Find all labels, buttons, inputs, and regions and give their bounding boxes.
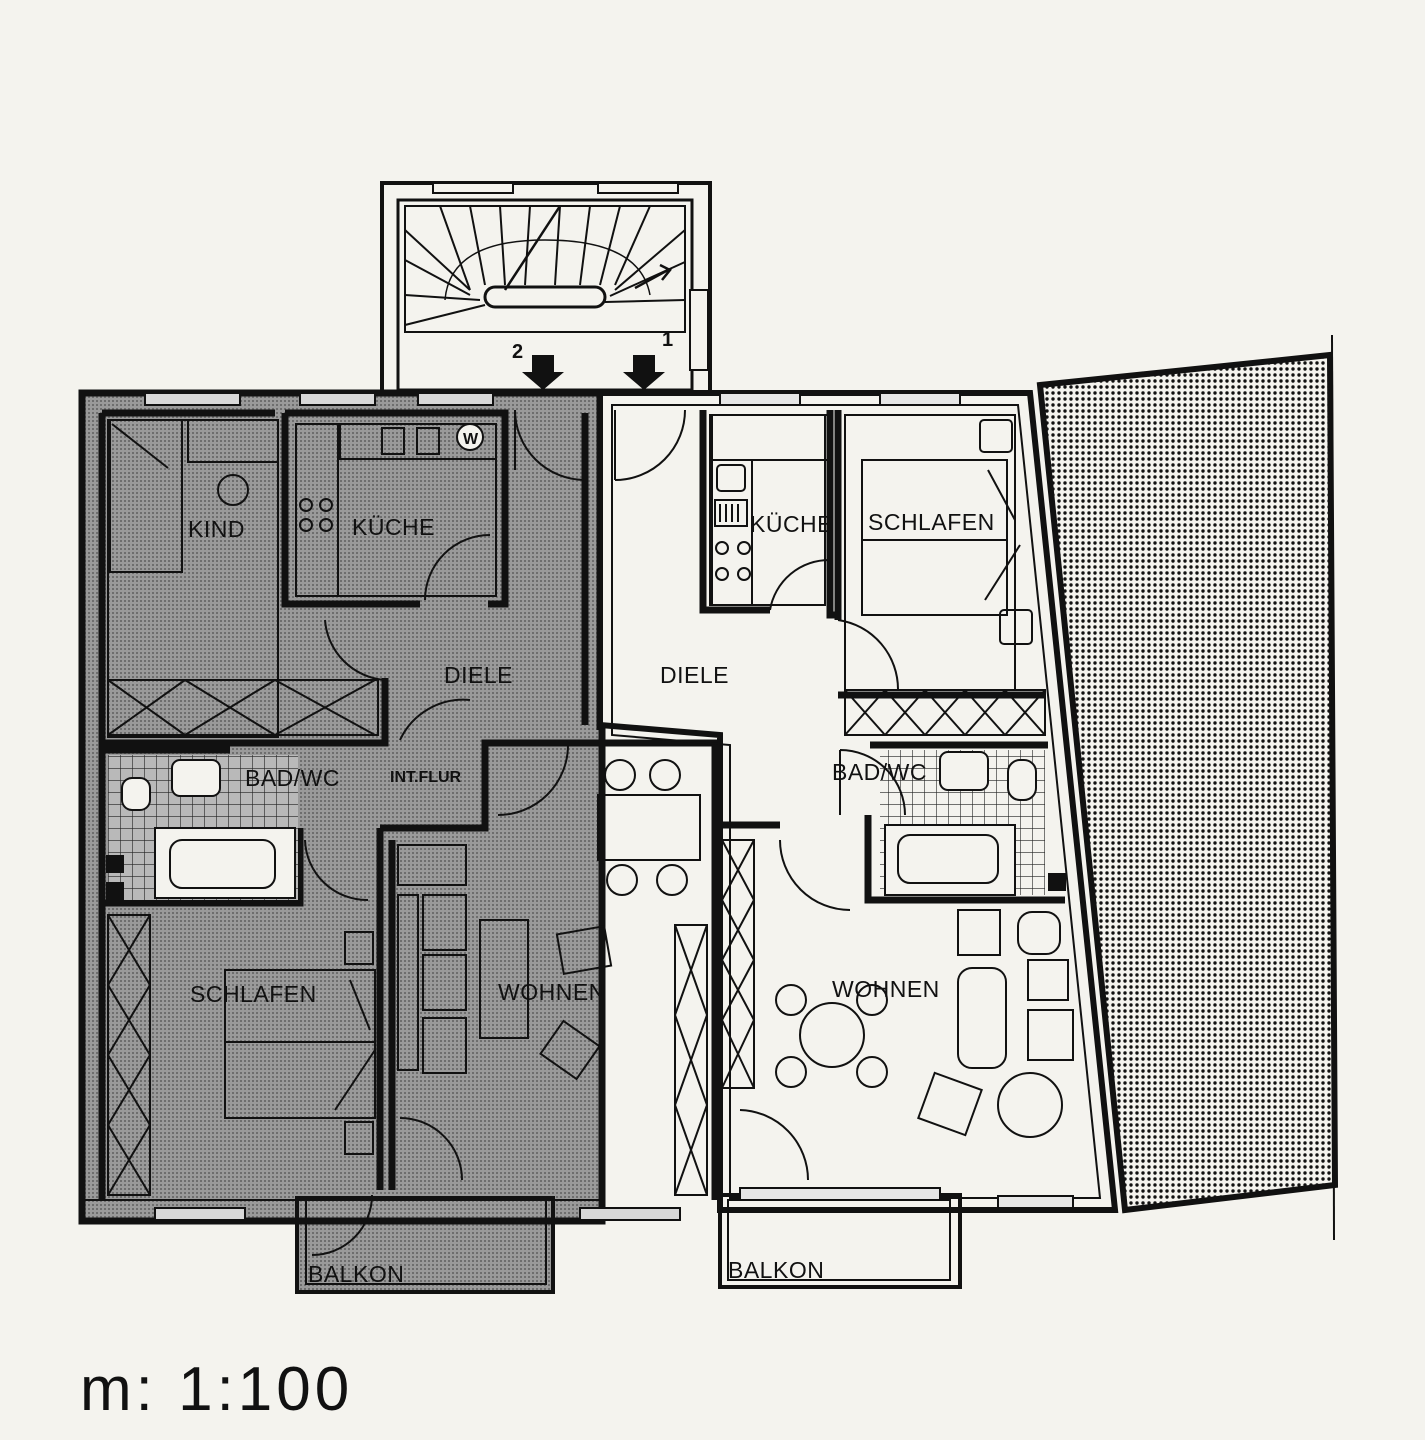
room-label-schlafen-right: SCHLAFEN (868, 509, 995, 535)
entry-arrow-1 (623, 355, 665, 390)
room-labels: KIND KÜCHE DIELE BAD/WC INT.FLUR SCHLAFE… (188, 509, 995, 1287)
entry-arrow-2 (522, 355, 564, 390)
entry-label-1: 1 (662, 329, 673, 351)
room-label-kueche-left: KÜCHE (352, 514, 435, 540)
room-label-int-flur: INT.FLUR (390, 769, 462, 786)
right-apartment (597, 390, 1119, 1289)
room-label-balkon-right: BALKON (728, 1257, 824, 1283)
entry-label-2: 2 (512, 341, 523, 363)
room-label-wohnen-left: WOHNEN (498, 979, 606, 1005)
room-label-diele-left: DIELE (444, 662, 513, 688)
room-label-kueche-right: KÜCHE (750, 511, 833, 537)
site-boundary-line (1331, 334, 1335, 1241)
washer-symbol: W (463, 431, 479, 448)
staircase: 2 1 (380, 181, 712, 395)
room-label-bad-left: BAD/WC (245, 765, 340, 791)
room-label-schlafen-left: SCHLAFEN (190, 981, 317, 1007)
neighbour-building (1036, 351, 1339, 1214)
left-apartment: W (78, 389, 719, 1294)
room-label-balkon-left: BALKON (308, 1261, 404, 1287)
room-label-wohnen-right: WOHNEN (832, 976, 940, 1002)
scale-label: m: 1:100 (80, 1355, 353, 1424)
room-label-bad-right: BAD/WC (832, 759, 927, 785)
room-label-kind: KIND (188, 516, 245, 542)
room-label-diele-right: DIELE (660, 662, 729, 688)
